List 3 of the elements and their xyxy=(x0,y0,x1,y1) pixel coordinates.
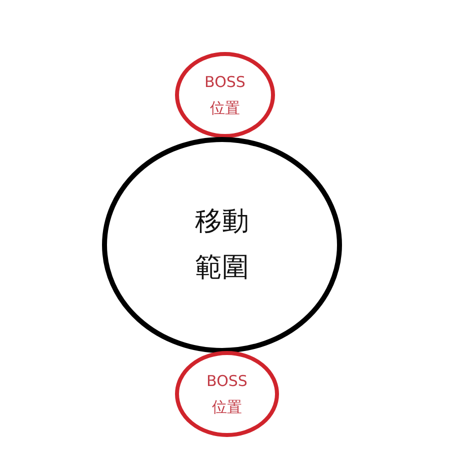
node-label: BOSS 位置 xyxy=(204,72,246,119)
node-label: BOSS 位置 xyxy=(206,371,248,418)
node-label: 移動範圍 xyxy=(194,205,250,285)
